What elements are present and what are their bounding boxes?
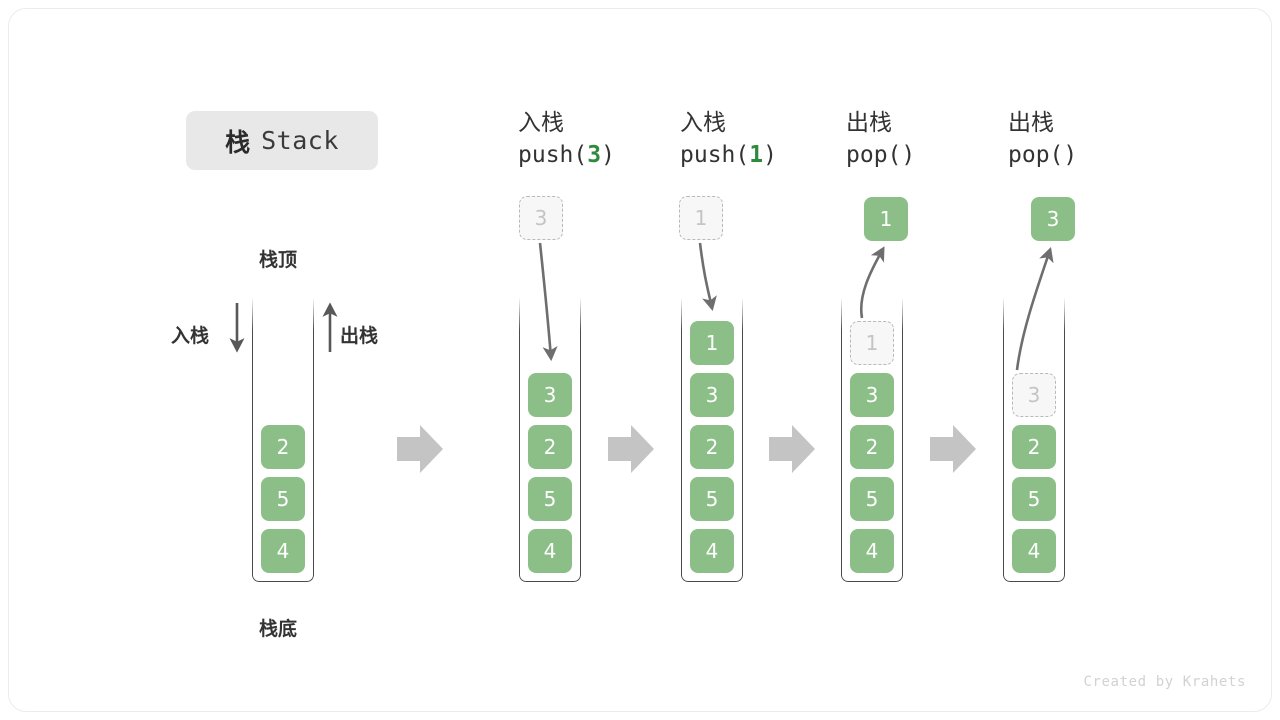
code-suffix: )	[763, 142, 777, 168]
popped-element: 1	[864, 197, 908, 241]
stack-cell: 4	[690, 529, 734, 573]
stack-cell: 2	[850, 425, 894, 469]
step-header-cn: 出栈	[846, 110, 892, 136]
label-stack-bottom: 栈底	[259, 618, 298, 640]
code-prefix: push(	[680, 142, 750, 168]
stack-container	[252, 297, 314, 582]
stack-cell: 2	[528, 425, 572, 469]
step-header-cn: 出栈	[1008, 110, 1054, 136]
step-header-code: pop()	[846, 138, 1016, 172]
stack-cell: 4	[850, 529, 894, 573]
stack-cell: 3	[528, 373, 572, 417]
code-arg: 1	[749, 142, 764, 168]
stack-cell: 1	[850, 321, 894, 365]
stack-cell: 1	[690, 321, 734, 365]
step-header-cn: 入栈	[518, 110, 564, 136]
stack-cell: 5	[528, 477, 572, 521]
stack-cell: 5	[1012, 477, 1056, 521]
step-header-cn: 入栈	[680, 110, 726, 136]
stack-container	[1003, 297, 1065, 582]
code-prefix: pop(	[846, 142, 902, 168]
step-header-push-3: 入栈 push(3)	[518, 108, 688, 172]
stack-cell: 2	[261, 425, 305, 469]
step-header-code: pop()	[1008, 138, 1178, 172]
stack-cell: 5	[850, 477, 894, 521]
label-pop-direction: 出栈	[340, 325, 379, 347]
incoming-element: 1	[679, 196, 723, 240]
stack-cell: 3	[850, 373, 894, 417]
stack-cell: 3	[690, 373, 734, 417]
diagram-title-chip: 栈 Stack	[186, 111, 378, 170]
stack-cell: 4	[261, 529, 305, 573]
code-prefix: push(	[518, 142, 588, 168]
stack-cell: 4	[528, 529, 572, 573]
stack-cell: 5	[261, 477, 305, 521]
step-header-pop-1: 出栈 pop()	[846, 108, 1016, 172]
stack-container	[681, 297, 743, 582]
stack-cell: 3	[1012, 373, 1056, 417]
code-suffix: )	[1063, 142, 1078, 168]
code-prefix: pop(	[1008, 142, 1064, 168]
label-stack-top: 栈顶	[259, 249, 298, 271]
step-header-code: push(3)	[518, 138, 688, 172]
step-header-pop-2: 出栈 pop()	[1008, 108, 1178, 172]
code-suffix: )	[901, 142, 916, 168]
code-arg: 3	[587, 142, 602, 168]
stack-cell: 4	[1012, 529, 1056, 573]
stack-cell: 2	[690, 425, 734, 469]
stack-container	[519, 297, 581, 582]
code-suffix: )	[601, 142, 615, 168]
title-cn: 栈	[225, 127, 251, 157]
stack-cell: 2	[1012, 425, 1056, 469]
popped-element: 3	[1031, 197, 1075, 241]
incoming-element: 3	[519, 196, 563, 240]
stack-container	[841, 297, 903, 582]
stack-cell: 5	[690, 477, 734, 521]
step-header-push-1: 入栈 push(1)	[680, 108, 850, 172]
step-header-code: push(1)	[680, 138, 850, 172]
title-en: Stack	[261, 126, 339, 155]
label-push-direction: 入栈	[171, 325, 210, 347]
watermark: Created by Krahets	[1083, 674, 1246, 690]
